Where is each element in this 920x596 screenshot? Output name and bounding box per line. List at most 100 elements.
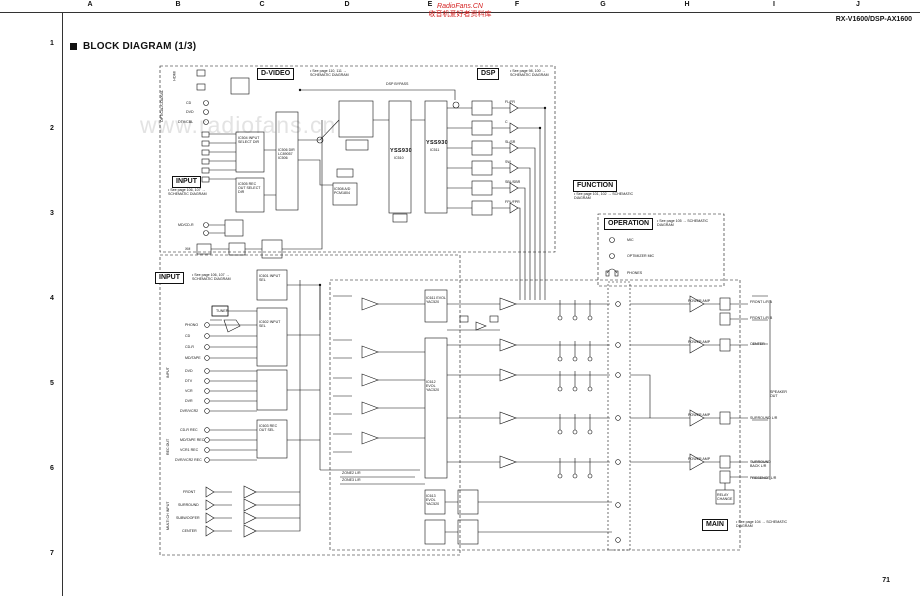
- analog-dvrvcr2: DVR/VCR2: [180, 409, 199, 413]
- tag-sblsbr: SBL/SBR: [505, 180, 521, 184]
- input-board-outline: [159, 254, 461, 556]
- group-input: INPUT: [166, 367, 170, 378]
- function-reference: • See page 101, 102 → SCHEMATIC DIAGRAM: [574, 192, 634, 200]
- section-operation: OPERATION: [604, 218, 654, 230]
- row-label: 5: [50, 380, 54, 387]
- ic506-label: IC506 DIR LC89057 IC506: [278, 148, 295, 160]
- column-label: B: [175, 1, 181, 8]
- dvideo-dsp-board-outline: [159, 65, 556, 253]
- operation-mic: MIC: [627, 238, 634, 242]
- output-surround: SURROUND L/R: [750, 416, 778, 420]
- zone3-label: ZONE3 L/R: [342, 478, 361, 482]
- dsp-bypass-label: DSP BYPASS: [386, 82, 409, 86]
- analog-dtv: DTV: [185, 379, 193, 383]
- column-label: C: [259, 1, 265, 8]
- ic603-label: IC603 REC OUT SEL: [259, 424, 278, 432]
- section-input-main: INPUT: [155, 272, 184, 284]
- ic602-label: IC602 INPUT SEL: [259, 320, 281, 328]
- section-function: FUNCTION: [573, 180, 618, 192]
- analog-dvr: DVR: [185, 399, 193, 403]
- multi-center: CENTER: [182, 529, 197, 533]
- yss930-chip-b-ic: IC511: [430, 148, 440, 152]
- bullet-square-icon: [70, 42, 77, 50]
- rec-vcr1: VCR1 REC: [180, 448, 199, 452]
- analog-vcr: VCR: [185, 389, 193, 393]
- section-input-top: INPUT: [172, 176, 201, 188]
- watermark-line-1: RadioFans.CN: [437, 3, 483, 10]
- dvideo-reference: • See page 110, 111 → SCHEMATIC DIAGRAM: [310, 69, 349, 77]
- ic504-label: IC504 INPUT SELECT DIR: [238, 136, 260, 144]
- operation-phones: PHONES: [627, 271, 643, 275]
- section-main: MAIN: [702, 519, 728, 531]
- column-label: E: [427, 1, 433, 8]
- xm-label: XM: [185, 247, 191, 251]
- input-main-reference: • See page 106, 107 → SCHEMATIC DIAGRAM: [192, 273, 231, 281]
- ic613-label: IC613 EVOL YAC520: [426, 494, 440, 506]
- yss930-chip-a: YSS930: [390, 148, 412, 154]
- tag-c: C: [505, 120, 508, 124]
- relay-label: RELAY CHANGE: [717, 493, 733, 501]
- power-amp-1: POWER AMP: [688, 299, 711, 303]
- yss930-chip-a-ic: IC510: [394, 156, 404, 160]
- row-label: 7: [50, 550, 54, 557]
- row-label: 1: [50, 40, 54, 47]
- zone2-label: ZONE2 L/R: [342, 471, 361, 475]
- column-label: J: [856, 1, 860, 8]
- watermark-line-2: 收音机爱好者资料库: [428, 11, 492, 18]
- group-rec-out: REC OUT: [166, 438, 170, 455]
- column-label: I: [773, 1, 775, 8]
- column-label: A: [87, 1, 93, 8]
- group-multi-ch: MULTI CH INPUT: [166, 501, 170, 530]
- column-ruler: [0, 0, 920, 13]
- output-front-a: FRONT L/R A: [750, 300, 773, 304]
- main-board-outline: [329, 279, 741, 551]
- power-amp-3: POWER AMP: [688, 413, 711, 417]
- site-watermark: RadioFans.CN 收音机爱好者资料库: [405, 3, 515, 19]
- multi-front: FRONT: [183, 490, 196, 494]
- input-dvd: DVD: [186, 110, 194, 114]
- output-surround-back: SURROUND BACK L/R: [750, 460, 771, 468]
- column-label: D: [344, 1, 350, 8]
- column-label: F: [514, 1, 520, 8]
- row-ruler: [62, 12, 63, 596]
- analog-phono: PHONO: [185, 323, 199, 327]
- group-optical: OPTICAL/COAXIAL: [160, 90, 164, 122]
- ic612-label: IC612 EVOL YAC520: [426, 380, 440, 392]
- yss930-chip-b: YSS930: [426, 140, 448, 146]
- analog-cd: CD: [185, 334, 191, 338]
- row-label: 2: [50, 125, 54, 132]
- analog-dvd: DVD: [185, 369, 193, 373]
- operation-optimizer-mic: OPTIMIZER MIC: [627, 254, 655, 258]
- ic508-label: IC508 A/D PCM1804: [334, 187, 351, 195]
- hdmi-label: HDMI: [172, 71, 177, 81]
- input-top-reference: • See page 106, 107 → SCHEMATIC DIAGRAM: [168, 188, 207, 196]
- row-label: 3: [50, 210, 54, 217]
- tag-slsr: SL/SR: [505, 140, 516, 144]
- rec-cdr: CD-R REC: [180, 428, 198, 432]
- tag-sw: SW: [505, 160, 511, 164]
- rec-mdtape: MD/TAPE REC: [180, 438, 205, 442]
- column-label: G: [600, 1, 606, 8]
- rec-dvrvcr2: DVR/VCR2 REC: [175, 458, 202, 462]
- section-dsp: DSP: [477, 68, 500, 80]
- ic505-label: IC505 REC OUT SELECT DIR: [238, 182, 261, 194]
- analog-mdtape: MD/TAPE: [185, 356, 201, 360]
- row-label: 6: [50, 465, 54, 472]
- model-number: RX-V1600/DSP-AX1600: [835, 16, 912, 23]
- page-number: 71: [882, 577, 890, 584]
- output-center: CENTER: [750, 342, 765, 346]
- section-dvideo: D-VIDEO: [257, 68, 295, 80]
- power-amp-4: POWER AMP: [688, 457, 711, 461]
- input-dtv: DTV/CBL: [178, 120, 194, 124]
- power-amp-2: POWER AMP: [688, 340, 711, 344]
- ic611-label: IC611 EVOL YAC520: [426, 296, 446, 304]
- row-label: 4: [50, 295, 54, 302]
- tuner-label: TUNER: [216, 309, 229, 313]
- dsp-reference: • See page 98, 100 → SCHEMATIC DIAGRAM: [510, 69, 549, 77]
- operation-board-outline: [597, 213, 725, 287]
- analog-cdr: CD-R: [185, 345, 194, 349]
- input-cd: CD: [186, 101, 192, 105]
- title-text: BLOCK DIAGRAM (1/3): [83, 41, 197, 52]
- multi-surround: SURROUND: [178, 503, 199, 507]
- tag-flfr: FL/FR: [505, 100, 515, 104]
